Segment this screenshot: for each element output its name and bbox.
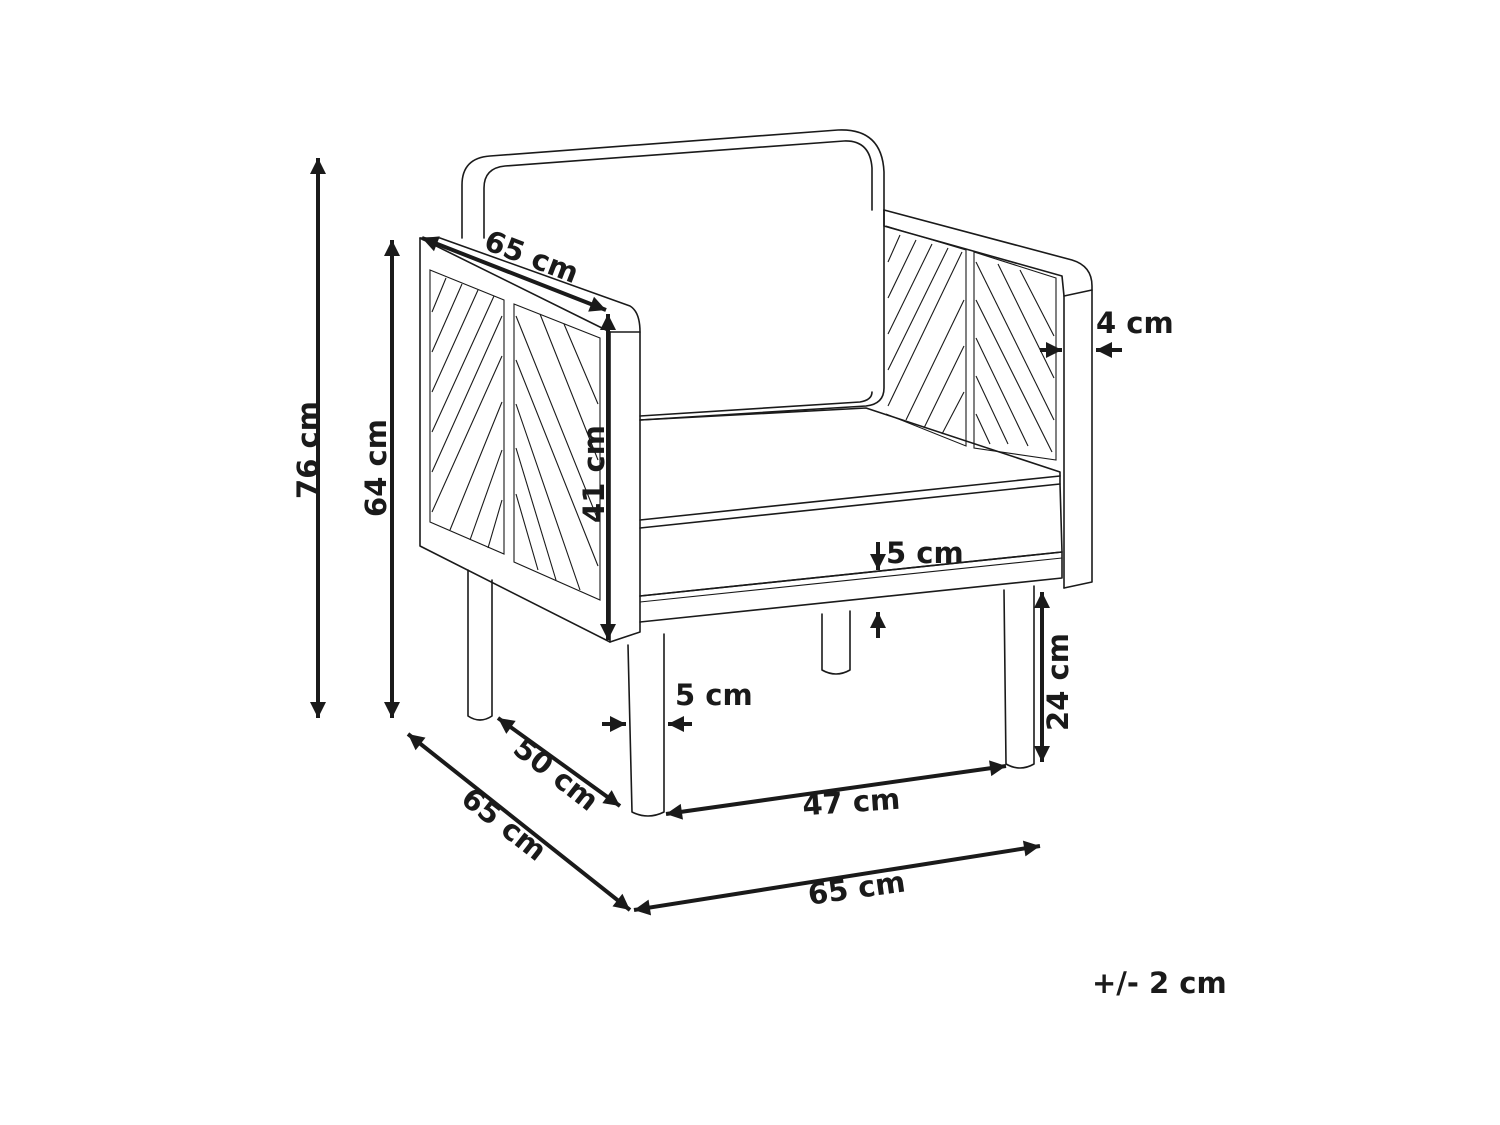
armrest-height-arrow-head-end — [384, 702, 400, 718]
dim-seat-depth: 50 cm — [507, 731, 605, 818]
dim-armrest-width: 4 cm — [1096, 306, 1174, 340]
leg-height-arrow-head-end — [1034, 746, 1050, 762]
seat-width-arrow-head-end — [989, 760, 1006, 777]
seat-width-arrow-head-start — [666, 803, 683, 820]
total-height-arrow-head-end — [310, 702, 326, 718]
leg-height-arrow-head-start — [1034, 592, 1050, 608]
seat-depth-arrow — [496, 716, 622, 808]
right-panel-slats — [887, 234, 1055, 453]
dim-cushion-thickness: 5 cm — [886, 536, 964, 570]
dim-total-depth: 65 cm — [455, 781, 553, 868]
dimension-arrows — [310, 158, 1122, 916]
armrest-depth-arrow-head-end — [588, 296, 606, 312]
inner-height-arrow-head-start — [600, 314, 616, 330]
inner-height-arrow-head-end — [600, 624, 616, 640]
armrest-depth-arrow-head-start — [422, 236, 440, 252]
leg-width-arrow-left-head — [610, 716, 626, 732]
cushion-thickness-arrow-up-head — [870, 612, 886, 628]
dim-total-height: 76 cm — [291, 401, 325, 499]
total-width-arrow — [633, 844, 1041, 912]
total-depth-arrow — [406, 732, 632, 912]
armrest-height-arrow-head-start — [384, 240, 400, 256]
armchair-outline — [419, 129, 1093, 817]
dim-inner-height: 41 cm — [577, 425, 611, 523]
dimension-labels: 76 cm 64 cm 65 cm 41 cm 4 cm 5 cm 5 cm 2… — [291, 223, 1174, 911]
seat-depth-arrow-head-end — [602, 790, 620, 806]
total-depth-arrow-head-start — [408, 734, 426, 751]
dim-total-width: 65 cm — [806, 864, 908, 911]
seat-width-arrow — [665, 764, 1007, 816]
cushion-thickness-arrow-down-head — [870, 554, 886, 570]
tolerance-note: +/- 2 cm — [1092, 966, 1227, 1000]
dim-leg-width: 5 cm — [675, 678, 753, 712]
seat-depth-arrow-head-start — [498, 718, 516, 734]
total-height-arrow-head-start — [310, 158, 326, 174]
left-panel-slats — [431, 277, 599, 591]
armrest-width-arrow-right-head — [1096, 342, 1112, 358]
dim-seat-width: 47 cm — [801, 782, 901, 823]
total-width-arrow-head-end — [1022, 840, 1040, 857]
total-width-arrow-head-start — [634, 899, 652, 916]
dim-armrest-height: 64 cm — [359, 419, 393, 517]
total-depth-arrow-head-end — [612, 893, 630, 910]
dim-leg-height: 24 cm — [1041, 633, 1075, 731]
armrest-depth-arrow — [421, 236, 607, 312]
armrest-width-arrow-left-head — [1046, 342, 1062, 358]
leg-width-arrow-right-head — [668, 716, 684, 732]
